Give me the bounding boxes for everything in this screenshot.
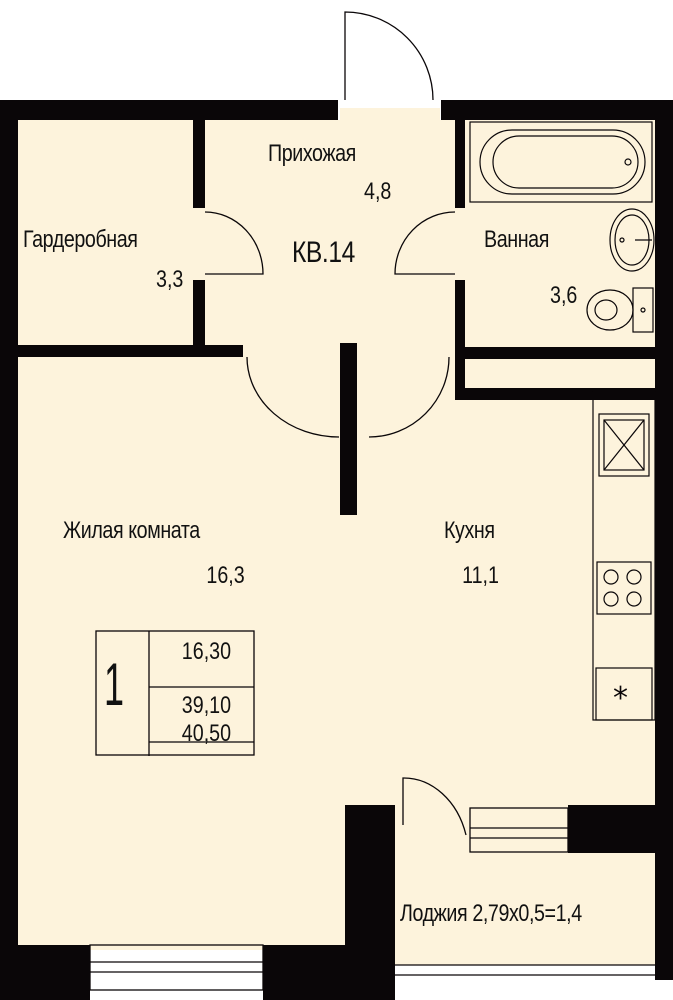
room-name-loggia: Лоджия 2,79х0,5=1,4 [400, 900, 582, 927]
stove-icon [596, 561, 652, 615]
total-area-value: 39,10 [181, 692, 231, 719]
kitchen-sink-icon [598, 413, 650, 477]
toilet-icon [586, 287, 654, 333]
bathroom-door [394, 211, 456, 275]
fridge-icon [595, 667, 653, 721]
living-room-door [246, 356, 340, 438]
balcony-door [402, 777, 467, 836]
room-name-living-room: Жилая комната [63, 517, 200, 544]
kitchen-door [368, 356, 450, 438]
rooms-count: 1 [104, 651, 124, 718]
door-swings [204, 11, 467, 836]
floor-area [18, 120, 655, 950]
summary-table [95, 630, 255, 756]
living-area-value: 16,30 [181, 638, 231, 665]
room-name-kitchen: Кухня [444, 517, 495, 544]
kitchen-counter [592, 391, 656, 721]
room-area-kitchen: 11,1 [462, 562, 499, 589]
room-name-bathroom: Ванная [484, 226, 549, 253]
entrance-door [344, 11, 434, 101]
room-area-bathroom: 3,6 [549, 282, 577, 309]
room-area-living-room: 16,3 [206, 562, 245, 589]
walls [0, 100, 673, 1000]
sink-icon [609, 208, 655, 272]
loggia-floor [385, 853, 655, 965]
bathtub-icon [469, 121, 653, 203]
room-area-hallway: 4,8 [363, 178, 391, 205]
total-with-loggia-value: 40,50 [181, 720, 231, 747]
fridge-asterisk-icon: * [613, 681, 628, 716]
room-name-hallway: Прихожая [268, 140, 356, 167]
room-name-wardrobe: Гардеробная [23, 226, 138, 253]
room-area-wardrobe: 3,3 [155, 266, 183, 293]
windows [89, 807, 655, 991]
apartment-label: КВ.14 [292, 236, 355, 269]
wardrobe-door [204, 211, 264, 275]
